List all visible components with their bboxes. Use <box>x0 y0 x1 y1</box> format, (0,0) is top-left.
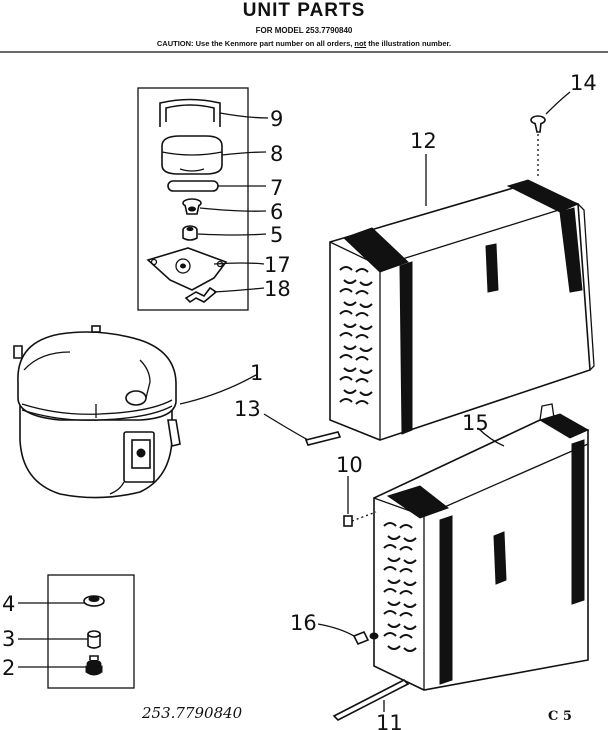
part-9-bracket <box>159 98 221 127</box>
callout-9: 9 <box>270 107 283 131</box>
part-6-grommet <box>182 198 202 215</box>
callout-2: 2 <box>2 656 15 680</box>
part-3-core <box>87 630 101 649</box>
model-number-footer: 253.7790840 <box>141 704 243 722</box>
part-17-mounting-plate <box>146 247 228 291</box>
callout-4: 4 <box>2 592 15 616</box>
evaporator-tube-bends <box>339 266 373 405</box>
part-15-condenser-coil <box>373 403 590 691</box>
leader-1 <box>179 374 257 405</box>
callout-1: 1 <box>250 361 263 385</box>
part-16-plug <box>352 630 379 646</box>
callout-16: 16 <box>290 611 317 635</box>
part-8-pad <box>161 135 223 175</box>
leader-16 <box>317 623 355 637</box>
part-12-evaporator-coil <box>329 179 595 441</box>
callout-18: 18 <box>264 277 291 301</box>
callout-15: 15 <box>462 411 489 435</box>
part-5-sleeve <box>182 225 198 241</box>
inset-box-valve-parts <box>47 574 135 689</box>
leader-15 <box>477 427 505 447</box>
callout-12: 12 <box>410 129 437 153</box>
callout-8: 8 <box>270 142 283 166</box>
part-1-compressor <box>13 325 181 499</box>
caution-prefix: CAUTION: Use the Kenmore part number on … <box>156 39 353 48</box>
callout-14: 14 <box>570 71 597 95</box>
part-2-valve <box>85 655 103 676</box>
callout-11: 11 <box>376 711 403 730</box>
part-13-drier <box>304 431 342 446</box>
inset-leaders <box>197 112 269 293</box>
caution-suffix: the illustration number. <box>368 39 452 48</box>
callout-10: 10 <box>336 453 363 477</box>
model-line: FOR MODEL 253.7790840 <box>255 26 353 35</box>
callout-3: 3 <box>2 627 15 651</box>
leader-14 <box>545 91 571 115</box>
callout-5: 5 <box>270 223 283 247</box>
part-14-screw <box>530 115 546 133</box>
leader-13 <box>263 413 309 441</box>
page-title: UNIT PARTS <box>242 0 366 21</box>
part-10-screw <box>343 511 377 527</box>
inset-box-mount-parts <box>137 87 249 311</box>
callout-7: 7 <box>270 176 283 200</box>
callout-17: 17 <box>264 253 291 277</box>
callout-13: 13 <box>234 397 261 421</box>
page-code: C 5 <box>548 709 572 724</box>
caution-not: not <box>354 39 367 48</box>
valve-leaders <box>18 602 88 668</box>
part-11-tube <box>332 679 410 721</box>
condenser-tube-bends <box>383 522 417 652</box>
caution-note: CAUTION: Use the Kenmore part number on … <box>0 39 608 48</box>
part-7-ring <box>167 180 219 192</box>
callout-6: 6 <box>270 200 283 224</box>
part-4-cap <box>83 595 105 607</box>
